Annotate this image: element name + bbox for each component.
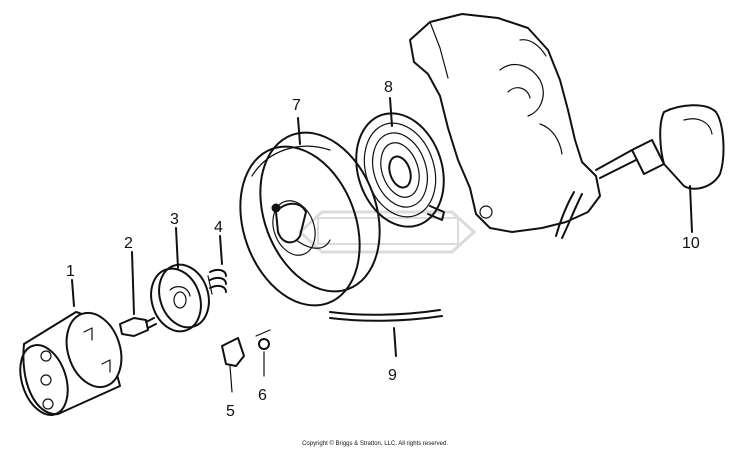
part-9-starter-rope xyxy=(329,309,443,357)
copyright-notice: Copyright © Briggs & Stratton, LLC. All … xyxy=(302,441,448,447)
part-label-6: 6 xyxy=(258,387,267,404)
part-4-spring xyxy=(207,235,227,295)
part-7-pulley xyxy=(239,117,381,307)
part-3-ratchet xyxy=(150,227,210,333)
part-label-5: 5 xyxy=(226,403,235,420)
part-6-dog-spring xyxy=(255,329,271,377)
part-label-7: 7 xyxy=(292,97,301,114)
part-label-10: 10 xyxy=(682,235,700,252)
part-1-starter-cup xyxy=(19,279,123,416)
brand-watermark-logo xyxy=(297,210,477,254)
part-2-screw xyxy=(119,251,157,337)
part-label-8: 8 xyxy=(384,79,393,96)
part-8-rewind-spring xyxy=(355,97,445,228)
part-label-2: 2 xyxy=(124,235,133,252)
part-5-dog xyxy=(221,337,245,393)
part-label-9: 9 xyxy=(388,367,397,384)
part-label-3: 3 xyxy=(170,211,179,228)
part-10-blower-housing xyxy=(409,13,601,239)
part-label-1: 1 xyxy=(66,263,75,280)
part-10-starter-handle xyxy=(595,104,725,233)
part-label-4: 4 xyxy=(214,219,223,236)
